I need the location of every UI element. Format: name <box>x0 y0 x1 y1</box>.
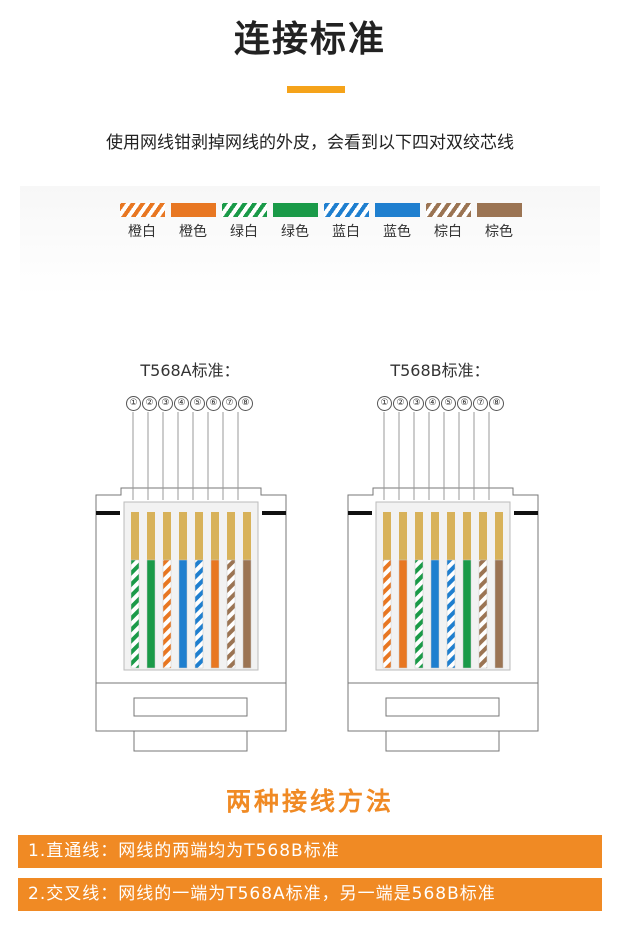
wire-蓝色 <box>178 559 188 669</box>
legend-swatch <box>222 203 267 217</box>
pin-number: ③ <box>409 396 424 411</box>
legend-label: 蓝白 <box>332 224 360 240</box>
wire-绿白 <box>130 559 140 669</box>
legend-label: 棕白 <box>434 224 462 240</box>
gold-contact <box>399 512 407 560</box>
methods-title: 两种接线方法 <box>225 787 394 816</box>
connector-clip <box>348 511 372 515</box>
wire-蓝色 <box>430 559 440 669</box>
gold-contact <box>495 512 503 560</box>
legend-swatch <box>375 203 420 217</box>
t568a-title: T568A标准： <box>140 361 240 380</box>
pin-number: ② <box>393 396 408 411</box>
gold-contact <box>415 512 423 560</box>
wire-橙色 <box>210 559 220 669</box>
wire-棕白 <box>478 559 488 669</box>
connector-tail <box>133 730 248 752</box>
pin-number: ① <box>377 396 392 411</box>
pin-number: ⑦ <box>473 396 488 411</box>
page-title: 连接标准 <box>233 19 386 60</box>
gold-contact <box>431 512 439 560</box>
pin-number: ④ <box>174 396 189 411</box>
gold-contact <box>195 512 203 560</box>
legend-swatch <box>324 203 369 217</box>
wire-棕白 <box>226 559 236 669</box>
gold-contact <box>479 512 487 560</box>
pin-number: ② <box>142 396 157 411</box>
connector-latch <box>347 682 539 732</box>
gold-contact <box>131 512 139 560</box>
wire-棕色 <box>494 559 504 669</box>
gold-contact <box>179 512 187 560</box>
gold-contact <box>147 512 155 560</box>
gold-contact <box>383 512 391 560</box>
connector-cavity <box>375 501 511 671</box>
method-straight-through: 1.直通线：网线的两端均为T568B标准 <box>18 835 602 868</box>
gold-contact <box>463 512 471 560</box>
t568b-title: T568B标准： <box>390 361 490 380</box>
method-crossover: 2.交叉线：网线的一端为T568A标准，另一端是568B标准 <box>18 878 602 911</box>
connector-clip <box>262 511 286 515</box>
legend-label: 橙色 <box>179 224 207 240</box>
legend-label: 绿色 <box>281 224 309 240</box>
legend-label: 橙白 <box>128 224 156 240</box>
subtitle: 使用网线钳剥掉网线的外皮，会看到以下四对双绞芯线 <box>106 133 514 153</box>
legend-label: 蓝色 <box>383 224 411 240</box>
gold-contact <box>447 512 455 560</box>
wire-绿色 <box>146 559 156 669</box>
wire-棕色 <box>242 559 252 669</box>
wire-蓝白 <box>194 559 204 669</box>
pin-number: ③ <box>158 396 173 411</box>
legend-swatch <box>171 203 216 217</box>
connector-latch <box>95 682 287 732</box>
connector-latch-window <box>133 697 248 717</box>
pin-number: ⑤ <box>190 396 205 411</box>
pin-number: ④ <box>425 396 440 411</box>
pin-number: ⑥ <box>206 396 221 411</box>
legend-swatch <box>120 203 165 217</box>
wire-橙白 <box>382 559 392 669</box>
wire-橙白 <box>162 559 172 669</box>
connector-clip <box>96 511 120 515</box>
legend-label: 棕色 <box>485 224 513 240</box>
gold-contact <box>243 512 251 560</box>
connector-body <box>347 487 539 691</box>
pin-number: ⑥ <box>457 396 472 411</box>
pin-number: ⑧ <box>238 396 253 411</box>
gold-contact <box>227 512 235 560</box>
legend-swatch <box>477 203 522 217</box>
title-underline <box>287 86 345 93</box>
connector-latch-window <box>385 697 500 717</box>
legend-swatch <box>426 203 471 217</box>
gold-contact <box>163 512 171 560</box>
connector-cavity <box>123 501 259 671</box>
connector-body <box>95 487 287 691</box>
connector-clip <box>514 511 538 515</box>
gold-contact <box>211 512 219 560</box>
wire-蓝白 <box>446 559 456 669</box>
pin-number: ⑧ <box>489 396 504 411</box>
pin-number: ① <box>126 396 141 411</box>
legend-swatch <box>273 203 318 217</box>
pin-number: ⑦ <box>222 396 237 411</box>
wire-橙色 <box>398 559 408 669</box>
legend-label: 绿白 <box>230 224 258 240</box>
connector-tail <box>385 730 500 752</box>
wire-绿白 <box>414 559 424 669</box>
pin-number: ⑤ <box>441 396 456 411</box>
wire-绿色 <box>462 559 472 669</box>
